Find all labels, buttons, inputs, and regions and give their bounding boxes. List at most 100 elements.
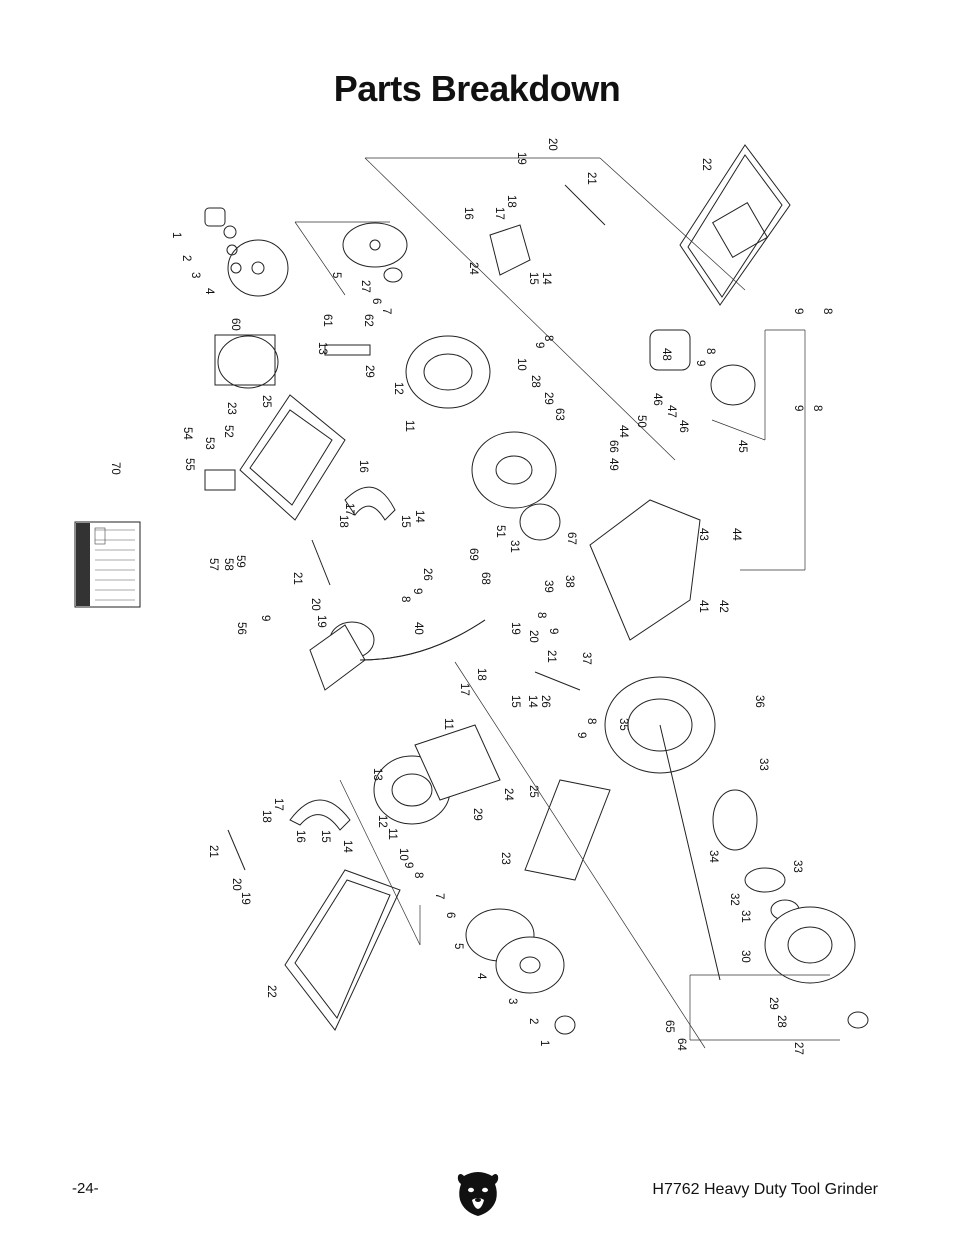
machine-label-decal-icon [74,521,141,608]
callout-12: 12 [392,382,404,395]
callout-17d: 17 [272,798,284,811]
callout-20: 20 [546,138,558,151]
callout-9h: 9 [575,732,587,738]
callout-8d: 8 [811,405,823,411]
page-title: Parts Breakdown [333,68,621,109]
callout-43: 43 [697,528,709,541]
callout-8h: 8 [412,872,424,878]
callout-24: 24 [467,262,479,275]
part-callouts: 19 20 21 22 1 2 3 4 5 16 17 18 24 15 14 … [109,138,833,1055]
callout-10: 10 [515,358,527,371]
callout-13b: 13 [371,768,383,781]
grinder-body [519,329,869,1029]
callout-9: 9 [533,342,545,348]
callout-1: 1 [170,232,182,238]
callout-54: 54 [181,427,193,440]
callout-52: 52 [222,425,234,438]
callout-25b: 25 [527,785,539,798]
callout-14: 14 [540,272,552,285]
callout-55: 55 [183,458,195,471]
callout-21c: 21 [545,650,557,663]
callout-4b: 4 [475,973,487,980]
callout-36: 36 [753,695,765,708]
upper-tray [679,144,791,306]
callout-27: 27 [359,280,371,293]
callout-17c: 17 [458,683,470,696]
callout-62: 62 [362,314,374,327]
callout-26: 26 [421,568,433,581]
callout-23: 23 [225,402,237,415]
callout-35: 35 [617,718,629,731]
callout-60: 60 [229,318,241,331]
callout-2: 2 [180,255,192,261]
callout-12b: 12 [376,815,388,828]
callout-30: 30 [739,950,751,963]
callout-66: 66 [607,440,619,453]
callout-15d: 15 [319,830,331,843]
callout-13: 13 [316,342,328,355]
callout-31b: 31 [739,910,751,923]
callout-42: 42 [717,600,729,613]
callout-21d: 21 [207,845,219,858]
callout-6b: 6 [444,912,456,918]
callout-20b: 20 [309,598,321,611]
callout-18: 18 [505,195,517,208]
callout-38: 38 [563,575,575,588]
lower-tool-rest [284,779,611,1031]
callout-28: 28 [529,375,541,388]
callout-7: 7 [380,308,392,314]
callout-2b: 2 [527,1018,539,1024]
callout-48: 48 [660,348,672,361]
callout-67: 67 [565,532,577,545]
callout-51: 51 [494,525,506,538]
callout-27b: 27 [792,1042,804,1055]
callout-16b: 16 [357,460,369,473]
callout-8e: 8 [399,596,411,602]
callout-40: 40 [412,622,424,635]
motor-cover-cylinder [214,334,279,389]
callout-9c: 9 [792,308,804,314]
callout-46: 46 [651,393,663,406]
callout-3: 3 [189,272,201,278]
callout-16: 16 [462,207,474,220]
callout-41: 41 [697,600,709,613]
callout-29d: 29 [767,997,779,1010]
callout-68: 68 [479,572,491,585]
callout-17: 17 [493,207,505,220]
callout-29: 29 [363,365,375,378]
callout-29c: 29 [471,808,483,821]
callout-69: 69 [467,548,479,561]
work-lamp [309,619,486,691]
callout-15b: 15 [399,515,411,528]
callout-7b: 7 [433,893,445,899]
callout-28b: 28 [775,1015,787,1028]
callout-44b: 44 [730,528,742,541]
callout-32: 32 [728,893,740,906]
callout-8g: 8 [585,718,597,724]
callout-34: 34 [707,850,719,863]
callout-9b: 9 [694,360,706,366]
callout-18d: 18 [260,810,272,823]
callout-4: 4 [203,288,215,295]
callout-8f: 8 [535,612,547,618]
footer-manual-title: H7762 Heavy Duty Tool Grinder [652,1181,878,1198]
callout-63: 63 [553,408,565,421]
callout-33: 33 [757,758,769,771]
callout-61: 61 [321,314,333,327]
callout-53: 53 [203,437,215,450]
callout-8b: 8 [704,348,716,354]
callout-31: 31 [508,540,520,553]
callout-26b: 26 [539,695,551,708]
callout-16c: 16 [294,830,306,843]
callout-5b: 5 [452,943,464,949]
callout-21b: 21 [291,572,303,585]
callout-9f: 9 [259,615,271,621]
callout-37: 37 [580,652,592,665]
callout-14c: 14 [526,695,538,708]
callout-19: 19 [515,152,527,165]
callout-24b: 24 [502,788,514,801]
callout-11b: 11 [442,718,454,730]
callout-70: 70 [109,462,121,475]
callout-5: 5 [330,272,342,278]
